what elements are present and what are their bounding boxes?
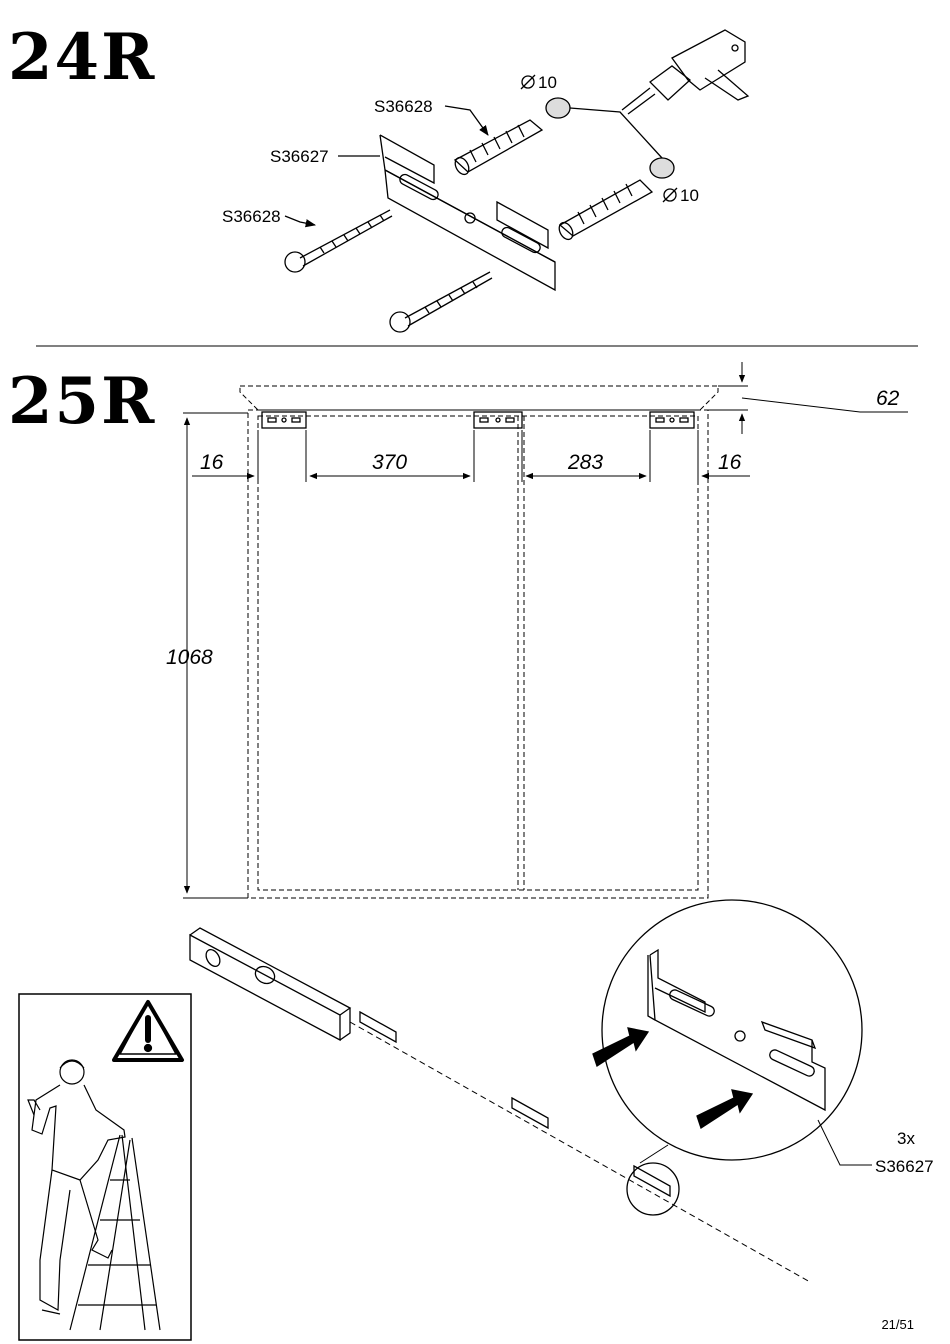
- detail-part-number: S36627: [875, 1157, 934, 1176]
- diameter-icon: [520, 74, 536, 90]
- push-arrow-right: [696, 1089, 754, 1130]
- detail-quantity: 3x: [897, 1129, 915, 1148]
- screw-lower: [389, 271, 493, 333]
- label-bracket-part: S36627: [270, 147, 329, 166]
- wall-plug-lower: [558, 179, 654, 241]
- cabinet-outline: [239, 385, 719, 899]
- drill-hole-upper: [545, 97, 571, 119]
- detail-source-circle: [626, 1162, 680, 1216]
- detail-leader: [817, 1119, 872, 1166]
- label-diameter-bottom: 10: [680, 186, 699, 205]
- drill-icon: [621, 29, 750, 115]
- bracket-s36627-step24: [379, 134, 556, 292]
- warning-panel: [18, 993, 192, 1341]
- detail-magnified-circle: [601, 899, 863, 1161]
- person-on-ladder-icon: [27, 1059, 161, 1331]
- step-number-24: 24R: [8, 20, 157, 95]
- bracket-s36627-detail: [647, 948, 826, 1112]
- dimension-left-edge: 16: [200, 451, 224, 474]
- wall-bracket-3: [633, 1164, 671, 1198]
- bracket-left: [261, 411, 307, 429]
- arrow-screw-label: [284, 215, 317, 228]
- label-plug-part: S36628: [374, 97, 433, 116]
- warning-icon: [112, 1000, 184, 1062]
- bracket-right: [649, 411, 695, 429]
- level-guide-line: [349, 1021, 811, 1283]
- dimension-top-offset: 62: [876, 387, 900, 410]
- step-number-25: 25R: [8, 364, 157, 439]
- label-diameter-top: 10: [538, 73, 557, 92]
- detail-connector: [639, 1144, 669, 1164]
- dimension-height: 1068: [166, 646, 213, 669]
- wall-bracket-1: [359, 1010, 397, 1044]
- dimension-lines: [183, 362, 908, 899]
- drill-guide-line: [569, 107, 663, 159]
- dimension-right-spacing: 283: [567, 451, 603, 474]
- push-arrow-left: [592, 1027, 650, 1068]
- label-screw-part: S36628: [222, 207, 281, 226]
- arrow-plug-label: [444, 105, 489, 136]
- bracket-middle: [473, 411, 523, 429]
- page-number: 21/51: [881, 1317, 914, 1332]
- drill-hole-lower: [649, 157, 675, 179]
- screw-upper: [284, 209, 393, 273]
- dimension-right-edge: 16: [718, 451, 742, 474]
- diameter-icon: [662, 187, 678, 203]
- wall-bracket-2: [511, 1096, 549, 1130]
- wall-plug-upper: [453, 119, 544, 176]
- dimension-left-spacing: 370: [372, 451, 407, 474]
- spirit-level-icon: [189, 927, 352, 1042]
